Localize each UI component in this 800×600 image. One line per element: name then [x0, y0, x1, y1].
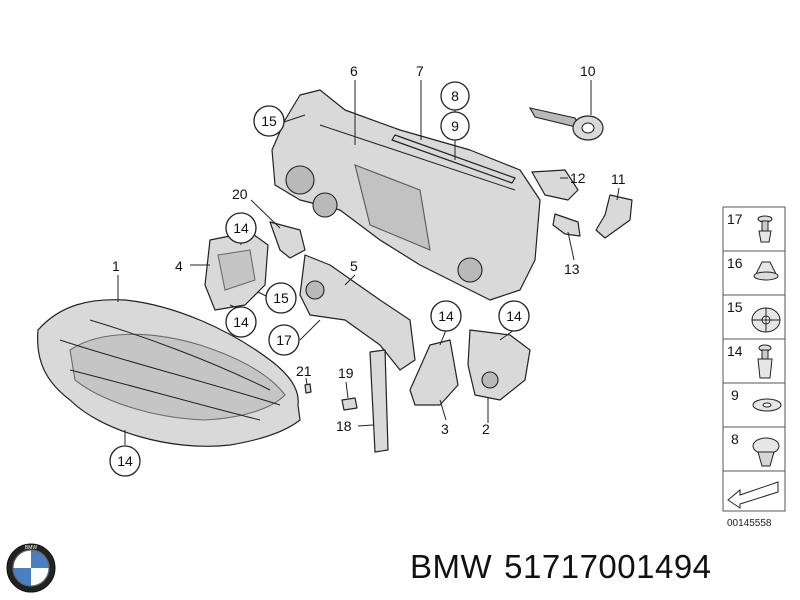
callout-14-left-lower: 14 — [233, 314, 249, 330]
legend-label-9: 9 — [731, 387, 739, 403]
part-3-insulation — [409, 339, 459, 406]
part-21-pin — [304, 383, 312, 394]
svg-text:BMW: BMW — [25, 545, 38, 551]
callouts: 1 2 3 4 5 6 7 10 11 12 13 18 19 20 21 8 … — [109, 63, 626, 477]
part-6-bulkhead-insulation — [271, 89, 541, 301]
callout-12: 12 — [570, 170, 586, 186]
fastener-legend: 17 16 15 14 9 8 — [722, 206, 786, 529]
part-4-side-insulation — [204, 231, 269, 311]
rivet-15-icon — [751, 307, 781, 333]
callout-6: 6 — [350, 63, 358, 79]
callout-18: 18 — [336, 418, 352, 434]
part-number-title: BMW 51717001494 — [410, 548, 724, 586]
screw-17-icon — [757, 215, 773, 243]
nut-16-icon — [753, 261, 779, 281]
callout-20: 20 — [232, 186, 248, 202]
callout-13: 13 — [564, 261, 580, 277]
brand-name: BMW — [410, 548, 493, 585]
callout-15-top: 15 — [261, 113, 277, 129]
callout-14-center: 14 — [438, 308, 454, 324]
legend-label-16: 16 — [727, 255, 743, 271]
callout-15-middle: 15 — [273, 290, 289, 306]
callout-14-right: 14 — [506, 308, 522, 324]
callout-7: 7 — [416, 63, 424, 79]
callout-19: 19 — [338, 365, 354, 381]
callout-2: 2 — [482, 421, 490, 437]
callout-21: 21 — [296, 363, 312, 379]
callout-14-bottom: 14 — [117, 453, 133, 469]
callout-17: 17 — [276, 332, 292, 348]
part-number: 51717001494 — [504, 548, 712, 585]
washer-9-icon — [752, 398, 782, 412]
part-19-clip — [341, 397, 358, 411]
legend-label-15: 15 — [727, 299, 743, 315]
legend-label-17: 17 — [727, 211, 743, 227]
callout-5: 5 — [350, 258, 358, 274]
callout-8: 8 — [451, 88, 459, 104]
part-5-wheel-arch-insulation — [299, 254, 416, 371]
legend-label-8: 8 — [731, 431, 739, 447]
part-1-hood-insulation — [37, 299, 301, 447]
part-20-cover — [269, 221, 306, 259]
part-18-strip — [369, 349, 389, 453]
callout-10: 10 — [580, 63, 596, 79]
callout-4: 4 — [175, 258, 183, 274]
callout-9: 9 — [451, 118, 459, 134]
callout-1: 1 — [112, 258, 120, 274]
direction-arrow-icon — [727, 481, 779, 509]
part-13-clip — [552, 213, 581, 237]
callout-3: 3 — [441, 421, 449, 437]
callout-11: 11 — [611, 171, 626, 187]
part-10-insulating-tape — [528, 107, 604, 141]
part-7-seal-strip — [391, 134, 516, 184]
legend-label-14: 14 — [727, 343, 743, 359]
callout-14-left-upper: 14 — [233, 220, 249, 236]
pushclip-8-icon — [752, 437, 780, 467]
part-2-insulation — [467, 329, 531, 401]
catalog-number: 00145558 — [727, 518, 772, 529]
bmw-logo: BMW — [6, 543, 56, 593]
part-11-bracket — [595, 194, 633, 239]
clip-14-icon — [757, 344, 773, 379]
